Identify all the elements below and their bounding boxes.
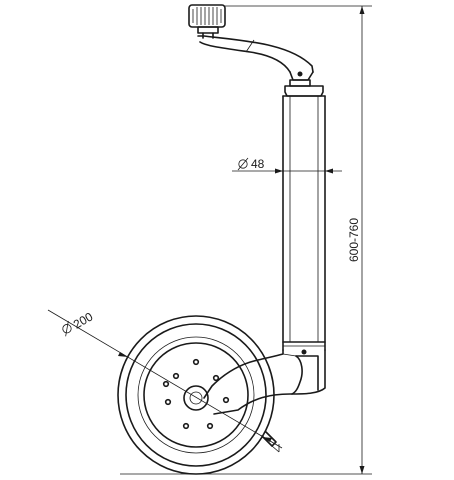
wheel-fork <box>203 349 326 415</box>
inner-tube <box>282 85 326 351</box>
handle-knob <box>188 4 226 39</box>
wheel <box>117 315 372 475</box>
wheel-diameter-label: 200 <box>71 309 96 331</box>
crank-arm <box>197 35 314 87</box>
wheel-diameter-dimension: 200 <box>47 309 283 449</box>
tube-diameter-label: 48 <box>251 157 265 171</box>
tube-diameter-dimension: 48 <box>232 157 342 174</box>
height-range-label: 600-760 <box>347 218 361 262</box>
height-range-dimension: 600-760 <box>225 5 372 474</box>
